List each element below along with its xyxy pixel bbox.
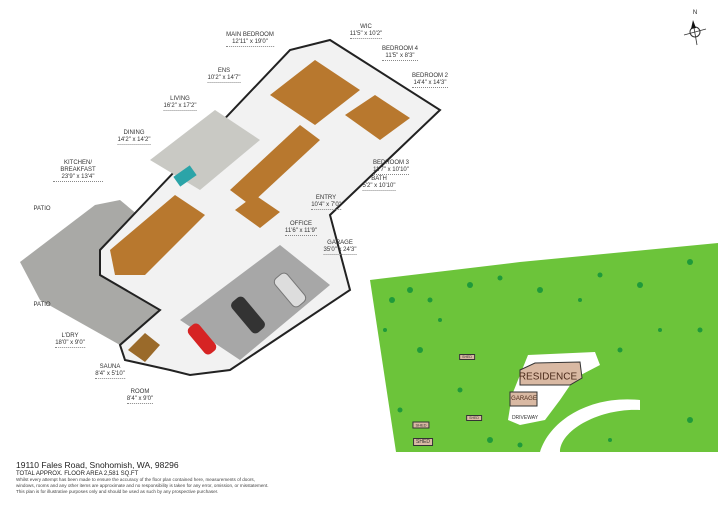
pool-table <box>173 165 197 187</box>
room-label-patio-2: PATIO <box>33 302 51 308</box>
site-shed-label: SHED <box>459 354 475 360</box>
property-address: 19110 Fales Road, Snohomish, WA, 98296 <box>16 460 179 470</box>
footer: 19110 Fales Road, Snohomish, WA, 98296 T… <box>16 460 269 495</box>
site-driveway-label: DRIVEWAY <box>511 415 539 421</box>
site-shed-label: SHED <box>466 415 482 421</box>
disclaimer-line: windows, rooms and any other items are a… <box>16 483 269 488</box>
site-shed-label: SHED <box>412 421 430 429</box>
garage-floor <box>180 245 330 360</box>
wood-floor-bedroom2 <box>345 95 410 140</box>
driveway-curve <box>540 399 640 452</box>
wood-floor-living <box>150 110 260 190</box>
car-red <box>187 323 217 355</box>
wood-floor-office <box>235 195 280 228</box>
car-white <box>273 272 307 308</box>
north-compass-icon: N <box>682 10 708 46</box>
wood-floor-hall <box>230 125 320 205</box>
car-black <box>231 296 265 334</box>
site-garage-footprint <box>509 391 538 407</box>
room-label-patio-1: PATIO <box>33 206 51 212</box>
wood-floor-kitchen <box>110 195 205 275</box>
disclaimer-line: This plan is for illustrative purposes o… <box>16 489 219 494</box>
site-garage-label: GARAGE <box>511 396 537 402</box>
trees <box>383 259 703 448</box>
disclaimer-line: Whilst every attempt has been made to en… <box>16 477 256 482</box>
wood-floor-bedroom <box>270 60 360 125</box>
sauna-floor <box>128 333 160 362</box>
compass-label: N <box>692 10 698 16</box>
residence-footprint <box>519 361 583 386</box>
site-shed-label: SHED <box>413 438 433 446</box>
site-residence-label: RESIDENCE <box>518 371 578 383</box>
floor-area: TOTAL APPROX. FLOOR AREA 2,581 SQ.FT <box>16 471 139 477</box>
